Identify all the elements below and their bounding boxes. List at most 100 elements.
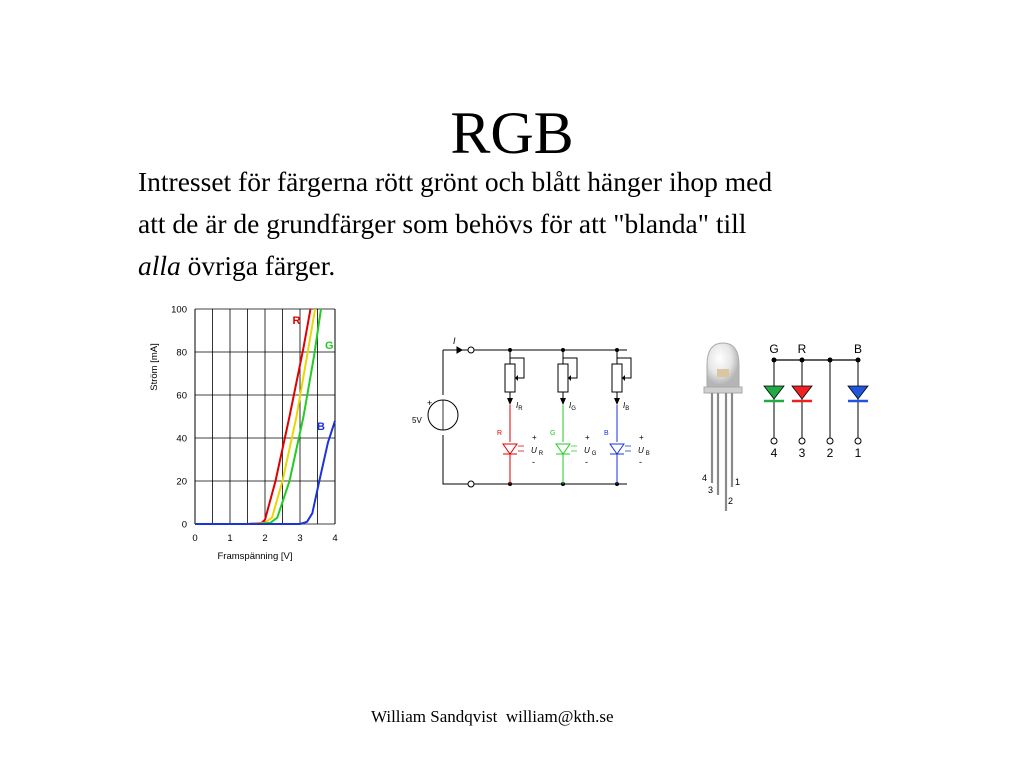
branch-color-label: B [604, 430, 609, 437]
led-diode-icon [555, 443, 571, 455]
chart-grid [194, 308, 336, 525]
branch-current-subscript: R [518, 406, 523, 412]
led-pin-terminal [854, 437, 862, 445]
chart-series-line [195, 308, 317, 525]
wiper-arrow-icon [568, 375, 571, 381]
chart-series-label: B [317, 421, 325, 433]
branch-voltage-subscript: B [646, 451, 650, 457]
led-pin-1: B1 [847, 342, 869, 460]
branch-voltage-subscript: R [539, 451, 544, 457]
branch-minus: - [639, 457, 642, 467]
chart-x-axis-label: Framspänning [V] [218, 551, 293, 562]
chart-series-line [195, 308, 322, 525]
led-diode-icon [763, 385, 785, 400]
wiper-arrow-icon [622, 375, 625, 381]
potentiometer-icon [611, 363, 623, 393]
led-leg-3: 3 [708, 485, 713, 495]
branch-plus: + [585, 433, 590, 442]
voltage-source-label: 5V [412, 416, 422, 425]
chart-series-label: R [293, 315, 301, 327]
voltage-source [427, 399, 459, 431]
paragraph-emphasis: alla [138, 250, 181, 281]
chart-y-tick-label: 0 [182, 520, 187, 531]
slide-footer: William Sandqvist william@kth.se [371, 707, 614, 726]
led-photo-icon [703, 342, 743, 511]
branch-plus: + [639, 433, 644, 442]
chart-y-tick-label: 60 [176, 391, 187, 402]
led-pin-bottom-label: 3 [799, 446, 806, 460]
chart-y-tick-label: 40 [176, 434, 187, 445]
branch-current-subscript: G [571, 406, 576, 412]
branch-current-label: IB [623, 401, 629, 412]
main-current-arrow [445, 346, 463, 354]
led-diode-icon [609, 443, 625, 455]
slide-paragraph: Intresset för färgerna rött grönt och bl… [138, 161, 948, 287]
led-diode-icon [847, 385, 869, 400]
wiper-arrow-icon [515, 375, 518, 381]
led-pin-terminal [798, 437, 806, 445]
branch-current-label: IG [569, 401, 576, 412]
branch-plus: + [532, 433, 537, 442]
voltage-source-plus: + [427, 398, 432, 408]
potentiometer-icon [557, 363, 569, 393]
light-emission-arrows-icon [571, 445, 577, 452]
led-pin-top-label: B [854, 342, 862, 356]
chart-x-tick-label: 2 [262, 533, 267, 544]
led-pin-bottom-label: 4 [771, 446, 778, 460]
branch-current-arrow-icon [614, 398, 620, 405]
led-leg-2: 2 [728, 496, 733, 506]
led-leg-4: 4 [702, 473, 707, 483]
branch-minus: - [532, 457, 535, 467]
chart-y-tick-label: 100 [171, 305, 187, 316]
chart-x-tick-label: 3 [297, 533, 302, 544]
paragraph-line-2: att de är de grundfärger som behövs för … [138, 208, 747, 239]
branch-color-label: R [497, 430, 502, 437]
led-pin-top-label: G [769, 342, 778, 356]
chart-series-label: G [325, 340, 334, 352]
branch-color-label: G [550, 430, 555, 437]
led-pin-4: G4 [763, 342, 785, 460]
branch-current-label: IR [516, 401, 523, 412]
branch-current-subscript: B [625, 406, 629, 412]
led-pin-terminal [770, 437, 778, 445]
chart-y-tick-label: 20 [176, 477, 187, 488]
chart-x-tick-label: 0 [192, 533, 197, 544]
potentiometer-wiper [563, 357, 578, 379]
potentiometer-wiper [510, 357, 525, 379]
slide-title: RGB [450, 100, 574, 166]
chart-series-group: R G B [194, 308, 336, 525]
led-diode-icon [791, 385, 813, 400]
potentiometer-icon [504, 363, 516, 393]
chart-x-tick-label: 1 [227, 533, 232, 544]
led-pin-2: 2 [826, 357, 834, 460]
led-pin-terminal [826, 437, 834, 445]
circuit-wires [442, 346, 627, 488]
main-current-label: I [453, 336, 456, 346]
led-pin-bottom-label: 2 [827, 446, 834, 460]
paragraph-line-1: Intresset för färgerna rött grönt och bl… [138, 166, 773, 197]
led-pin-3: R3 [791, 342, 813, 460]
paragraph-line-3: övriga färger. [180, 250, 336, 281]
branch-voltage-subscript: G [592, 451, 597, 457]
led-diode-icon [502, 443, 518, 455]
chart-y-axis-label: Ström [mA] [149, 343, 160, 391]
led-leg-1: 1 [735, 477, 740, 487]
potentiometer-wiper [617, 357, 632, 379]
chart-x-tick-label: 4 [332, 533, 337, 544]
chart-y-tick-label: 80 [176, 348, 187, 359]
branch-current-arrow-icon [507, 398, 513, 405]
led-pin-top-label: R [798, 342, 807, 356]
branch-minus: - [585, 457, 588, 467]
light-emission-arrows-icon [625, 445, 631, 452]
